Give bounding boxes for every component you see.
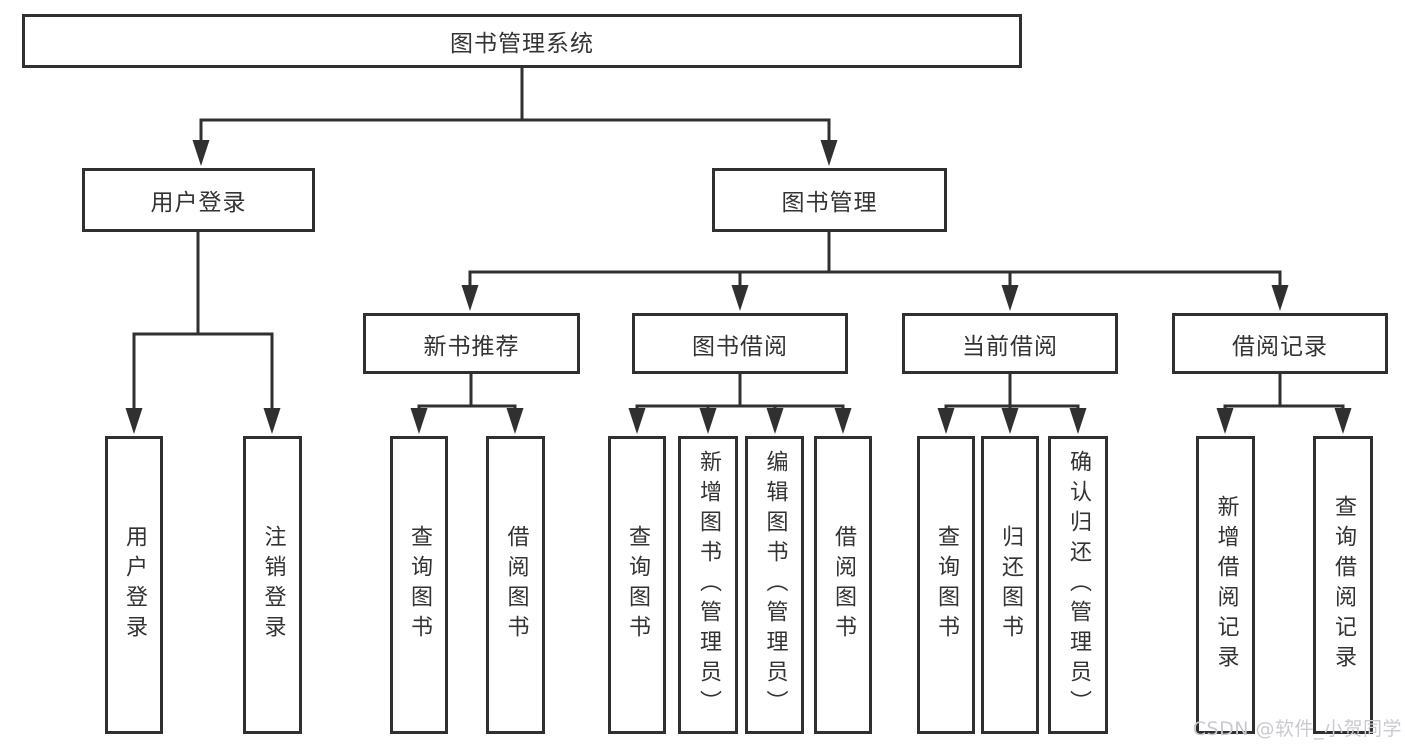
node-leaf-cb-return-book: 归还图书 <box>981 436 1039 734</box>
csdn-watermark: CSDN @软件_小贺同学 <box>1192 718 1402 740</box>
leaf-label: 新增图书（管理员） <box>696 450 721 720</box>
node-leaf-nbr-borrow-book: 借阅图书 <box>486 436 545 734</box>
connector-new-book-recommend <box>417 374 517 410</box>
leaf-label: 编辑图书（管理员） <box>762 450 788 720</box>
arrowhead <box>461 285 479 311</box>
leaf-label: 查询借阅记录 <box>1331 495 1356 675</box>
connector-current-borrow <box>944 374 1080 410</box>
node-leaf-bb-query-book: 查询图书 <box>608 436 666 734</box>
arrowhead <box>125 408 143 434</box>
leaf-label: 借阅图书 <box>503 525 529 645</box>
node-leaf-nbr-query-book: 查询图书 <box>390 436 448 734</box>
leaf-label: 查询图书 <box>407 525 432 645</box>
leaf-label: 新增借阅记录 <box>1213 495 1239 675</box>
arrowhead <box>1334 408 1352 434</box>
node-new-book-recommend: 新书推荐 <box>363 313 580 374</box>
leaf-label: 用户登录 <box>122 525 147 645</box>
arrowhead <box>506 408 524 434</box>
leaf-label: 查询图书 <box>625 525 650 645</box>
arrowhead <box>731 285 749 311</box>
arrowhead <box>1001 285 1019 311</box>
arrowhead <box>1271 285 1289 311</box>
arrowhead <box>937 408 955 434</box>
node-leaf-bb-edit-book-admin: 编辑图书（管理员） <box>745 436 804 734</box>
connector-user-login <box>132 232 274 410</box>
node-leaf-br-query-record: 查询借阅记录 <box>1313 436 1373 734</box>
arrowhead <box>699 408 717 434</box>
node-current-borrow: 当前借阅 <box>902 313 1118 374</box>
arrowhead <box>628 408 646 434</box>
node-leaf-bb-add-book-admin: 新增图书（管理员） <box>678 436 738 734</box>
connector-book-borrow <box>635 374 845 410</box>
connector-book-management <box>468 232 1282 288</box>
leaf-label: 注销登录 <box>260 525 286 645</box>
node-leaf-user-login: 用户登录 <box>105 436 163 734</box>
node-root: 图书管理系统 <box>22 14 1022 68</box>
arrowhead <box>820 140 838 166</box>
node-leaf-cb-confirm-return-admin: 确认归还（管理员） <box>1048 436 1108 734</box>
node-leaf-cb-query-book: 查询图书 <box>917 436 975 734</box>
node-leaf-logout: 注销登录 <box>243 436 302 734</box>
node-user-login: 用户登录 <box>82 168 315 232</box>
leaf-label: 借阅图书 <box>831 525 856 645</box>
connector-borrow-records <box>1223 374 1345 410</box>
arrowhead <box>834 408 852 434</box>
connector-root <box>199 68 831 144</box>
arrowhead <box>410 408 428 434</box>
arrowhead <box>766 408 784 434</box>
node-borrow-records: 借阅记录 <box>1172 313 1388 374</box>
arrowhead <box>192 140 210 166</box>
leaf-label: 查询图书 <box>934 525 959 645</box>
node-book-borrow: 图书借阅 <box>632 313 848 374</box>
node-book-management: 图书管理 <box>712 168 947 232</box>
node-leaf-br-add-record: 新增借阅记录 <box>1196 436 1255 734</box>
node-leaf-bb-borrow-book: 借阅图书 <box>814 436 872 734</box>
arrowhead <box>1069 408 1087 434</box>
leaf-label: 确认归还（管理员） <box>1066 450 1091 720</box>
arrowhead <box>263 408 281 434</box>
arrowhead <box>1001 408 1019 434</box>
leaf-label: 归还图书 <box>998 525 1023 645</box>
arrowhead <box>1216 408 1234 434</box>
connector-arrowheads <box>125 140 1352 434</box>
